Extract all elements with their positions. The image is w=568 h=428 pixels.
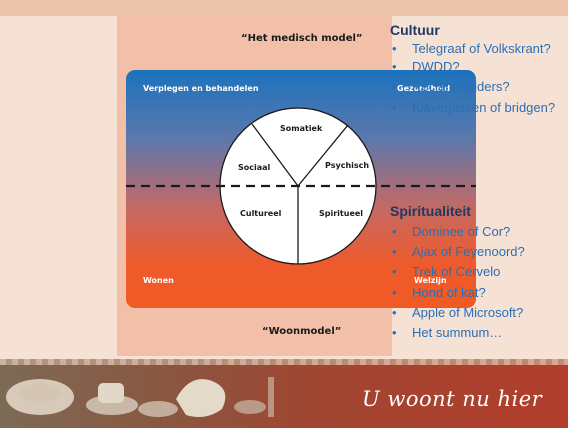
cultuur-item: Reclamefolders? [412, 79, 510, 94]
divider-line [297, 124, 349, 187]
cultuur-list: • Telegraaf of Volkskrant? • DWDD? • Reclam… [390, 41, 566, 116]
spiritualiteit-item: Hond of kat? [412, 284, 486, 300]
cultuur-section: Cultuur • Telegraaf of Volkskrant? • DWDD?… [390, 22, 566, 115]
list-item: • Trek of Cervelo [390, 264, 566, 281]
spiritualiteit-item: Het summum… [412, 324, 503, 340]
list-item: • Telegraaf of Volkskrant? [390, 41, 566, 57]
cultuur-heading: Cultuur [390, 22, 440, 38]
segment-cultureel: Cultureel [240, 209, 282, 218]
divider-line [251, 123, 299, 187]
bullet-icon: • [392, 41, 397, 56]
label-wonen: Wonen [143, 276, 174, 285]
bullet-icon: • [392, 304, 397, 320]
bullet-icon: • [392, 224, 397, 239]
bullet-icon: • [392, 79, 397, 94]
footer-band [0, 359, 568, 428]
list-item: • Hond of kat? [390, 285, 566, 302]
bullet-icon: • [392, 58, 397, 74]
woonmodel-title: “Woonmodel” [262, 326, 342, 337]
medisch-model-title: “Het medisch model” [241, 33, 363, 44]
cultuur-item: Klaverjassen of bridgen? [412, 99, 556, 115]
segment-somatiek: Somatiek [280, 124, 323, 133]
label-gezondheid: Gezondheid [397, 84, 451, 93]
cultuur-item: DWDD? [412, 58, 460, 74]
list-item: • Reclamefolders? [390, 79, 566, 95]
cultuur-item: Telegraaf of Volkskrant? [412, 41, 551, 56]
segment-spiritueel: Spiritueel [319, 209, 363, 218]
spiritualiteit-list: • Dominee of Cor? • Ajax of Feyenoord? • Tr… [390, 224, 566, 341]
list-item: • Apple of Microsoft? [390, 305, 566, 322]
lace-border [0, 359, 568, 365]
label-welzijn: Welzijn [414, 276, 447, 285]
segment-psychisch: Psychisch [325, 161, 369, 170]
bullet-icon: • [392, 324, 397, 340]
bullet-icon: • [392, 244, 397, 260]
tea-set-illustration [6, 377, 274, 417]
list-item: • Klaverjassen of bridgen? [390, 99, 566, 116]
spiritualiteit-heading: Spiritualiteit [390, 203, 471, 219]
spiritualiteit-item: Trek of Cervelo [412, 264, 501, 280]
spiritualiteit-item: Apple of Microsoft? [412, 304, 524, 320]
spiritualiteit-item: Dominee of Cor? [412, 224, 511, 239]
spiritualiteit-section: Spiritualiteit • Dominee of Cor? • Ajax of… [390, 203, 566, 345]
list-item: • DWDD? [390, 58, 566, 75]
footer-tagline: U woont nu hier [362, 387, 543, 411]
spiritualiteit-item: Ajax of Feyenoord? [412, 244, 525, 260]
label-verplegen: Verplegen en behandelen [143, 84, 259, 93]
list-item: • Dominee of Cor? [390, 224, 566, 241]
bullet-icon: • [392, 284, 397, 300]
bullet-icon: • [392, 264, 397, 280]
top-band [0, 0, 568, 16]
bullet-icon: • [392, 99, 397, 115]
list-item: • Het summum… [390, 325, 566, 342]
list-item: • Ajax of Feyenoord? [390, 244, 566, 261]
segment-sociaal: Sociaal [238, 163, 271, 172]
